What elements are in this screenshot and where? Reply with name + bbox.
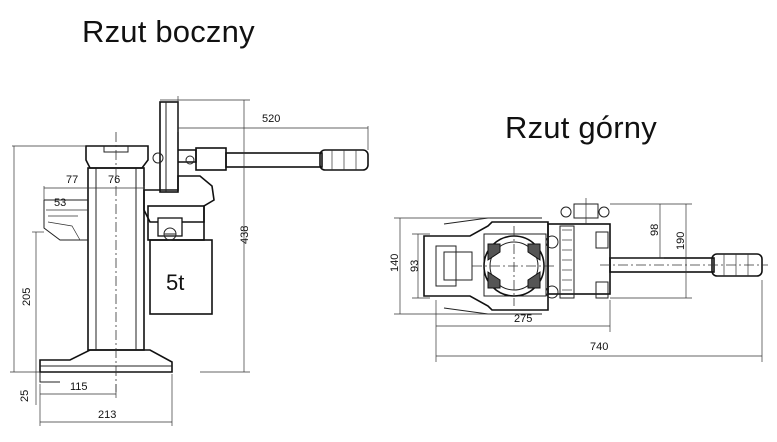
dim-offset-right: 76	[108, 174, 120, 186]
dim-width-outer: 140	[389, 254, 401, 272]
lever-socket	[195, 147, 227, 171]
dim-length-total: 740	[590, 341, 608, 353]
dim-width-handle: 190	[675, 232, 687, 250]
dim-offset-left: 77	[66, 174, 78, 186]
capacity-label: 5t	[166, 270, 184, 295]
jack-toe	[43, 199, 88, 241]
reservoir-block	[149, 239, 213, 315]
dim-width-inner: 93	[409, 260, 421, 272]
jack-saddle	[85, 145, 149, 169]
dim-height-body: 205	[21, 288, 33, 306]
top-base-outline	[423, 221, 549, 311]
top-pump-block	[547, 223, 611, 295]
side-view-drawing: 5t 520 43	[10, 96, 369, 426]
top-view-title: Rzut górny	[505, 110, 657, 145]
jack-base	[39, 349, 173, 373]
dim-handle-length: 520	[262, 113, 280, 125]
dim-length-body: 275	[514, 313, 532, 325]
dim-base-length: 213	[98, 409, 116, 421]
top-lever-grip	[711, 253, 763, 277]
side-view-title: Rzut boczny	[82, 14, 255, 49]
pump-column	[159, 101, 179, 193]
dim-lift: 53	[54, 197, 66, 209]
dim-handle-offset: 98	[649, 224, 661, 236]
top-view-drawing: 140 93 275 740 98 190	[389, 198, 768, 362]
dim-toe-length: 115	[70, 381, 88, 393]
dim-height-total: 438	[239, 226, 251, 244]
dim-foot-height: 25	[19, 390, 31, 402]
